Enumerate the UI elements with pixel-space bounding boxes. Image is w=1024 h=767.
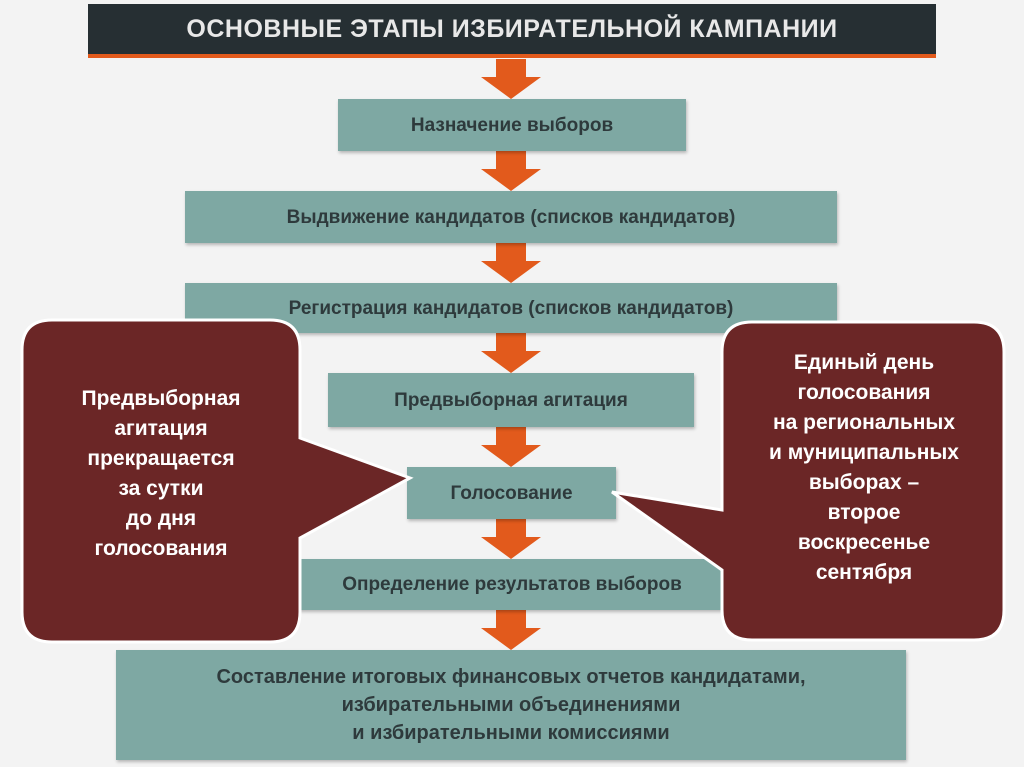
step-registration: Регистрация кандидатов (списков кандидат… [185, 283, 837, 333]
arrow-down-icon [481, 151, 541, 191]
page-title: ОСНОВНЫЕ ЭТАПЫ ИЗБИРАТЕЛЬНОЙ КАМПАНИИ [88, 4, 936, 58]
step-results: Определение результатов выборов [262, 559, 762, 610]
arrow-down-icon [481, 427, 541, 467]
step-voting: Голосование [407, 467, 616, 519]
callout-right-bubble [611, 320, 1006, 642]
arrow-down-icon [481, 610, 541, 650]
callout-right-text: Единый день голосования на региональных … [768, 351, 959, 584]
step-financial-reports: Составление итоговых финансовых отчетов … [116, 650, 906, 760]
callout-left-bubble [20, 318, 414, 644]
arrow-down-icon [481, 519, 541, 559]
step-nomination: Выдвижение кандидатов (списков кандидато… [185, 191, 837, 243]
step-announcement: Назначение выборов [338, 99, 686, 151]
step-campaigning: Предвыборная агитация [328, 373, 694, 427]
arrow-down-icon [481, 59, 541, 99]
callout-left-text: Предвыборная агитация прекращается за су… [81, 387, 241, 560]
arrow-down-icon [481, 333, 541, 373]
arrow-down-icon [481, 243, 541, 283]
